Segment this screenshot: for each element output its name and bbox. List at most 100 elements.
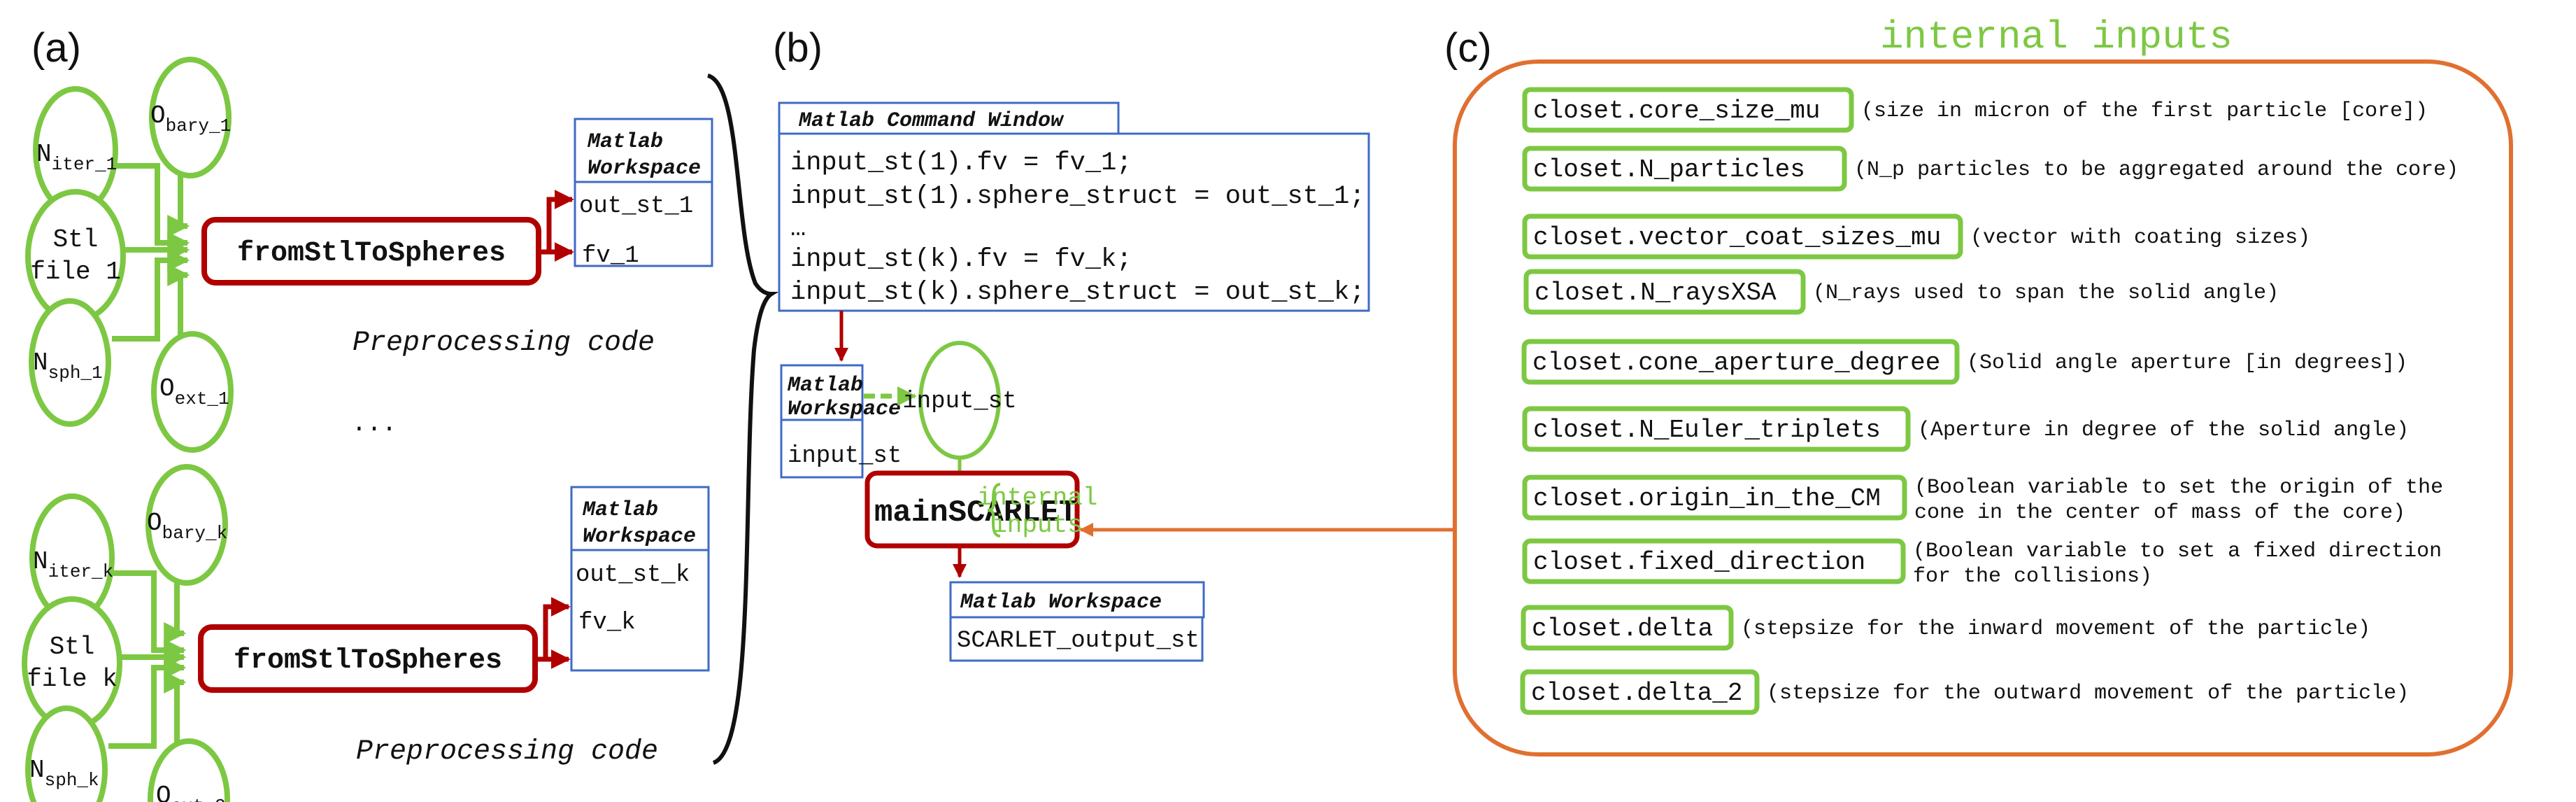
param-box (1523, 269, 1806, 315)
workspace-in-title-1: Matlab (787, 374, 863, 398)
input-connectors (108, 556, 187, 761)
o-ext-node (151, 331, 234, 453)
n-sph-label: Nsph_k (29, 756, 99, 791)
input-st-node (918, 341, 1001, 460)
param-box (1520, 669, 1760, 715)
param-row: closet.core_size_mu(size in micron of th… (1522, 87, 2428, 133)
param-row: closet.cone_aperture_degree (Solid angle … (1521, 339, 2407, 385)
o-bary-node (149, 57, 232, 178)
stl-file-label-2: file 1 (30, 258, 121, 286)
workspace-out-body (949, 616, 1204, 662)
param-description: (Aperture in degree of the solid angle) (1918, 418, 2409, 442)
param-description: (size in micron of the first particle [c… (1861, 99, 2428, 123)
param-name: closet.cone_aperture_degree (1532, 349, 1940, 377)
panel-a-label: (a) (31, 25, 81, 71)
command-line: input_st(k).sphere_struct = out_st_k; (790, 278, 1365, 307)
n-iter-label: Niter_k (33, 547, 113, 582)
o-bary-label: Obary_k (147, 509, 227, 544)
command-line: input_st(k).fv = fv_k; (790, 245, 1132, 274)
workspace-in-header (780, 364, 864, 421)
from-stl-to-spheres-box (198, 624, 538, 693)
main-scarlet-label: mainSCARLET (874, 495, 1077, 530)
param-name: closet.N_Euler_triplets (1533, 416, 1881, 444)
ellipsis: ... (352, 409, 397, 438)
preprocessing-group-1: Niter_1 Obary_1 Stl file 1 Nsph_1 Oext_1… (25, 57, 713, 453)
param-description: (Boolean variable to set a fixed directi… (1913, 540, 2442, 563)
command-window (778, 132, 1370, 312)
stl-file-label-1: Stl (50, 633, 95, 661)
param-description: (Boolean variable to set the origin of t… (1914, 476, 2443, 500)
n-sph-label: Nsph_1 (33, 349, 103, 384)
param-row: closet.delta(stepsize for the inward mov… (1521, 605, 2370, 651)
internal-label-2: inputs (992, 511, 1083, 540)
workspace-title-2: Workspace (583, 525, 696, 549)
param-name: closet.origin_in_the_CM (1533, 484, 1881, 513)
param-box (1522, 87, 1854, 133)
o-bary-node (145, 464, 228, 586)
param-row: closet.N_raysXSA (N_rays used to span the… (1523, 269, 2279, 315)
param-description: (Solid angle aperture [in degrees]) (1967, 351, 2407, 375)
workspace-var: fv_1 (582, 243, 639, 269)
function-label: fromStlToSpheres (234, 645, 502, 677)
workspace-out-var: SCARLET_output_st (957, 628, 1200, 654)
param-row: closet.origin_in_the_CM (Boolean variable… (1522, 474, 2443, 525)
param-name: closet.delta_2 (1531, 679, 1742, 708)
n-iter-label: Niter_1 (36, 140, 117, 175)
input-st-node-label: input_st (902, 388, 1016, 415)
n-sph-node (29, 298, 111, 427)
param-name: closet.fixed_direction (1533, 548, 1865, 577)
internal-label-1: internal (977, 484, 1098, 512)
workspace-title-2: Workspace (588, 157, 701, 181)
param-box (1522, 213, 1963, 260)
workspace-out-header (949, 581, 1205, 619)
stl-file-label-1: Stl (53, 225, 99, 254)
param-row: closet.delta_2(stepsize for the outward … (1520, 669, 2409, 715)
param-description: (vector with coating sizes) (1970, 226, 2310, 250)
workspace-var: fv_k (578, 610, 636, 636)
o-ext-node (148, 738, 230, 802)
param-row: closet.N_Euler_triplets (Aperture in degr… (1522, 406, 2409, 452)
param-description: (N_rays used to span the solid angle) (1813, 281, 2279, 305)
command-window-tab (778, 101, 1120, 135)
param-list: closet.core_size_mu(size in micron of th… (1520, 87, 2458, 715)
param-name: closet.N_particles (1533, 155, 1805, 184)
preprocessing-group-k: Niter_k Obary_k Stl file k Nsph_k Oext_2… (22, 464, 710, 802)
param-name: closet.vector_coat_sizes_mu (1533, 223, 1941, 252)
param-row: closet.vector_coat_sizes_mu (vector with … (1522, 213, 2310, 260)
o-bary-label: Obary_1 (150, 101, 231, 136)
param-description: for the collisions) (1913, 565, 2152, 589)
n-sph-node (25, 705, 108, 802)
workspace-var: out_st_1 (579, 193, 693, 220)
param-row: closet.N_particles(N_p particles to be a… (1522, 146, 2458, 192)
preprocessing-caption: Preprocessing code (353, 328, 655, 359)
internal-inputs-title: internal inputs (1880, 15, 2233, 59)
param-description: (stepsize for the inward movement of the… (1741, 617, 2370, 641)
command-line: … (790, 214, 806, 244)
param-row: closet.fixed_direction (Boolean variable … (1522, 538, 2442, 589)
internal-brace (987, 483, 1001, 537)
workspace-body (574, 181, 713, 267)
param-box (1522, 406, 1911, 452)
param-box (1521, 605, 1734, 651)
param-description: cone in the center of mass of the core) (1914, 501, 2405, 525)
workspace-body (570, 549, 710, 672)
param-box (1522, 538, 1906, 584)
param-box (1522, 146, 1847, 192)
command-line: input_st(1).fv = fv_1; (790, 148, 1132, 178)
o-ext-label: Oext_1 (159, 374, 229, 409)
output-connectors (538, 597, 571, 669)
output-connectors (541, 190, 574, 262)
grouping-brace (706, 73, 779, 765)
workspace-in-var: input_st (788, 443, 902, 470)
preprocessing-caption: Preprocessing code (356, 736, 658, 768)
o-ext-label: Oext_2 (156, 782, 226, 802)
panel-b-label: (b) (773, 25, 823, 71)
main-scarlet-box (864, 470, 1080, 549)
param-box (1522, 474, 1907, 521)
param-name: closet.N_raysXSA (1535, 279, 1777, 307)
from-stl-to-spheres-box (201, 217, 541, 286)
panel-c-label: (c) (1444, 25, 1492, 71)
command-line: input_st(1).sphere_struct = out_st_1; (790, 182, 1365, 211)
workspace-in-body (780, 418, 864, 479)
